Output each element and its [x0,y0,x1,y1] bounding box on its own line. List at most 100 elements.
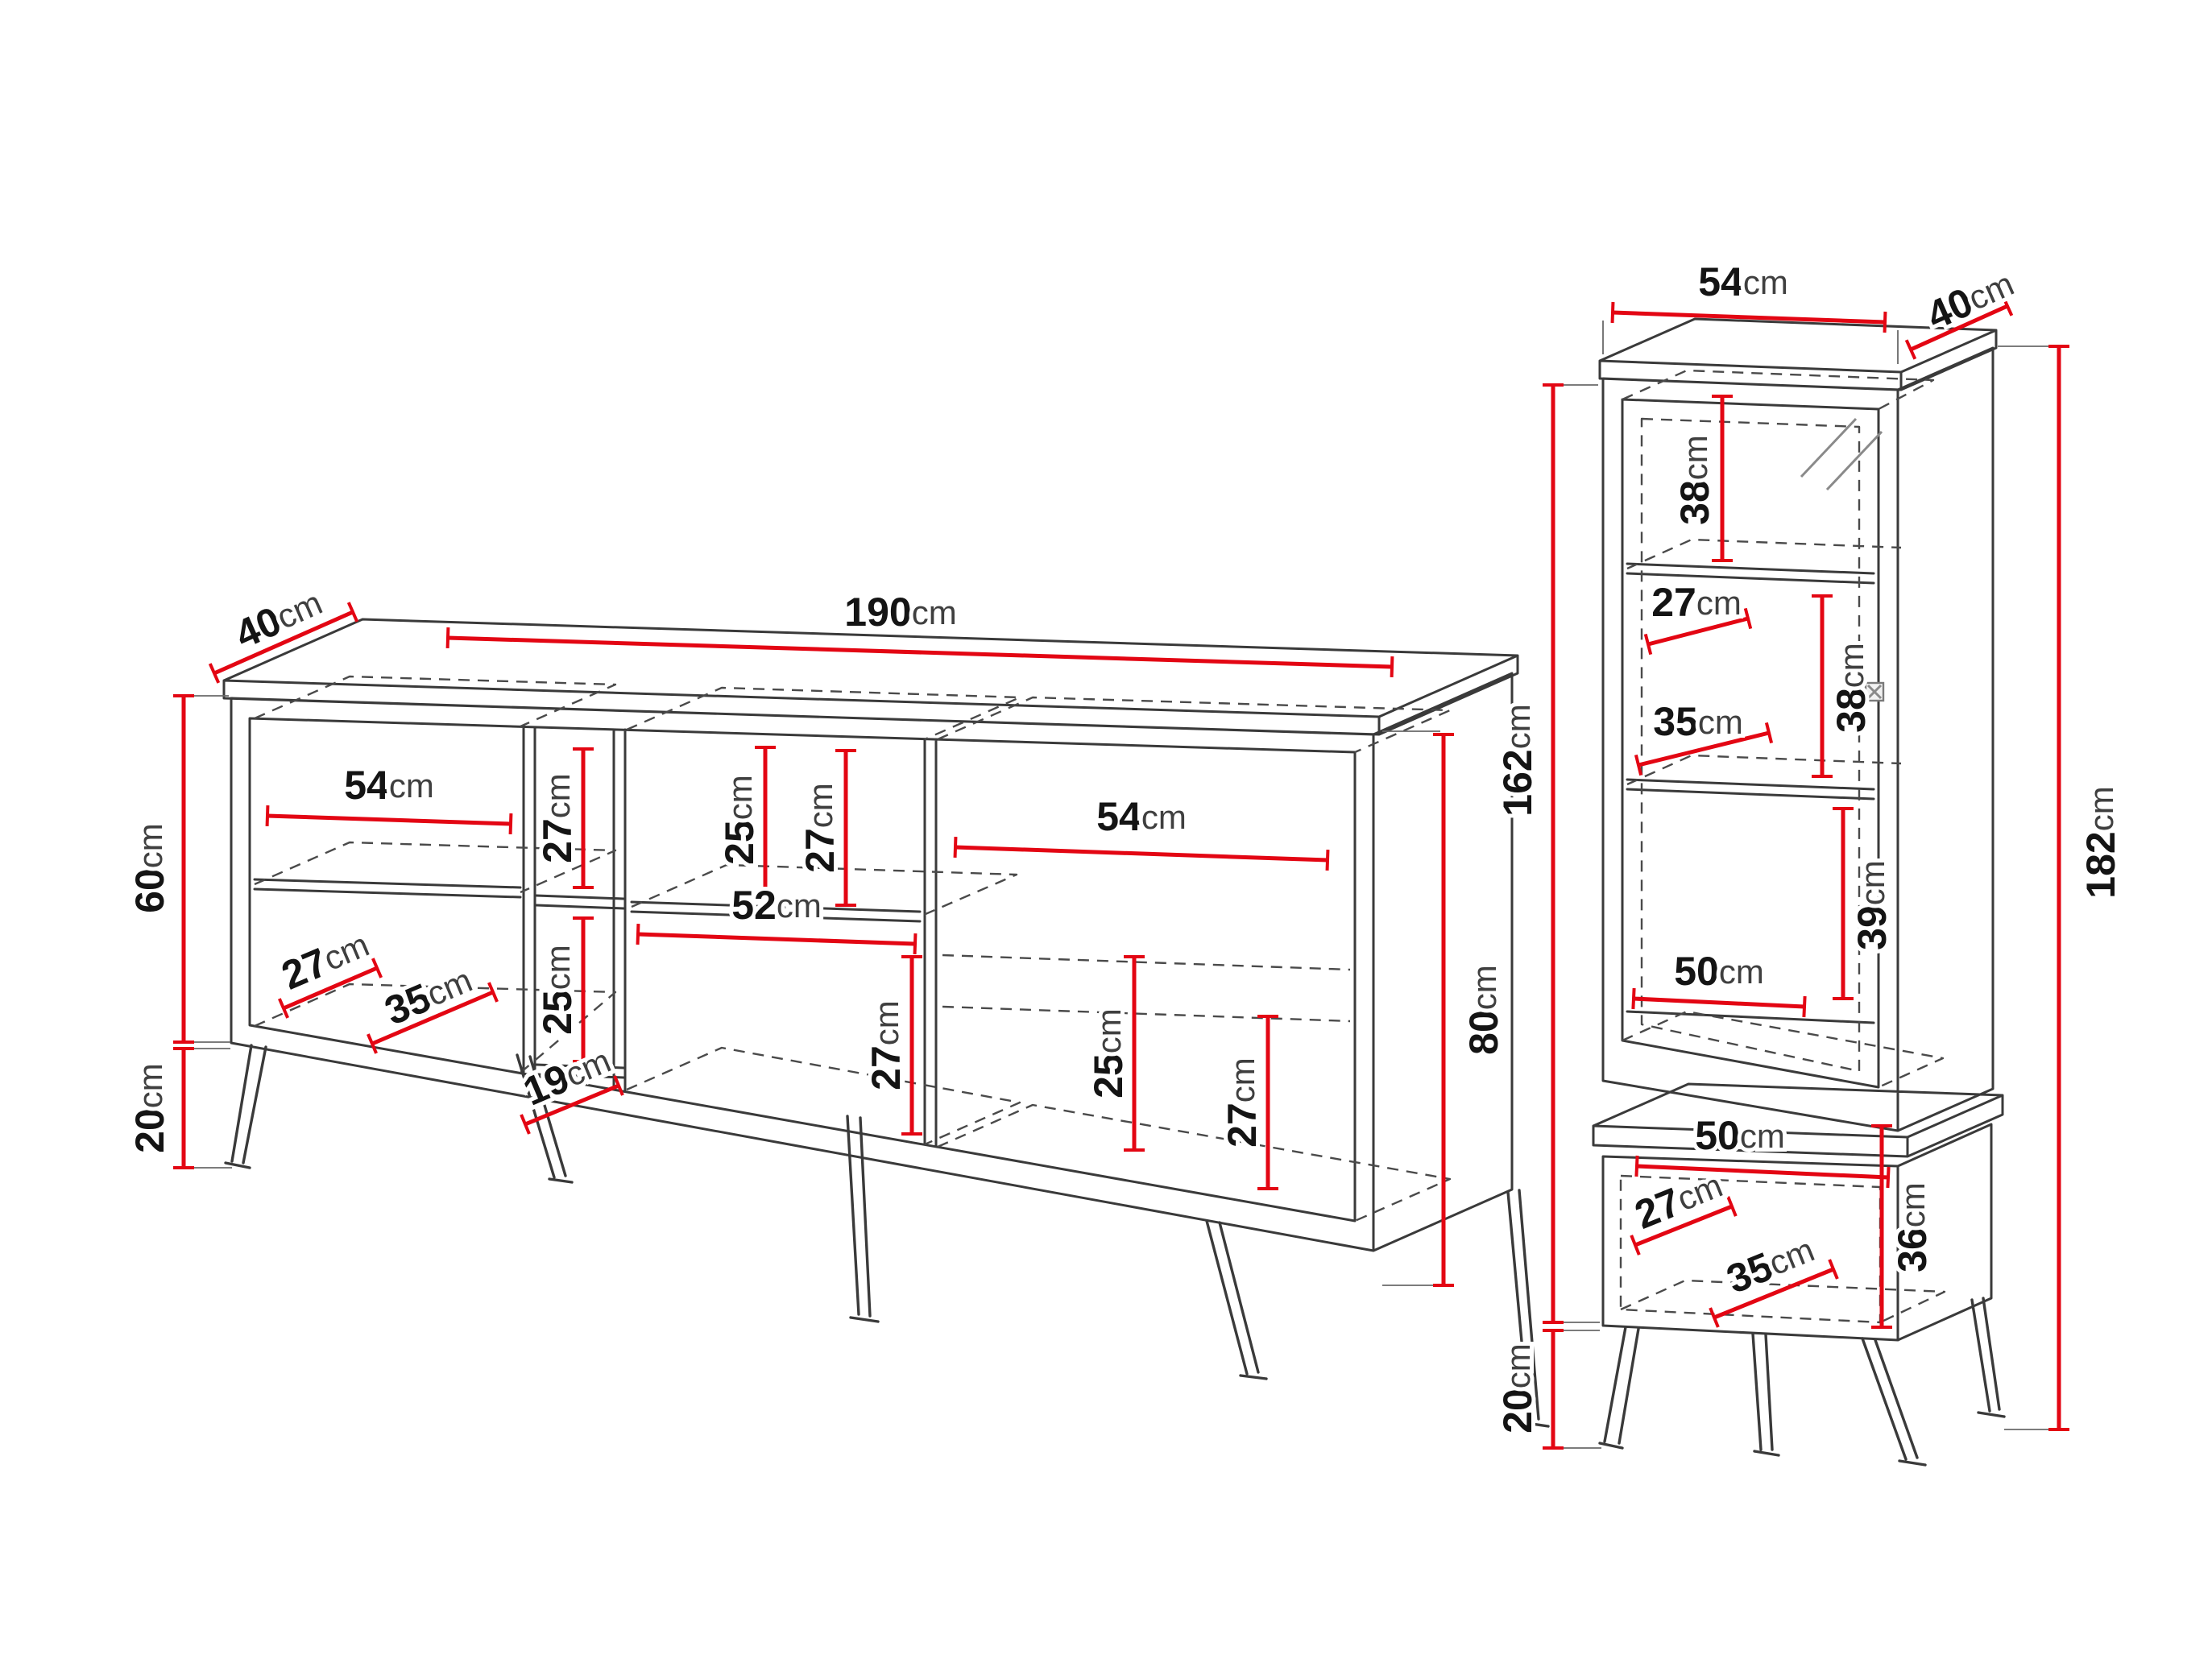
dim-unit: cm [1499,1343,1537,1388]
dim-value: 52 [731,883,777,928]
dim-unit: cm [389,767,434,805]
dim-label-cabinet-depth: 40cm [1920,261,2021,339]
dim-line-left-width [265,805,513,835]
dim-label-left-shelf-depth-a: 27cm [275,921,376,998]
dim-value: 80 [1461,1010,1506,1055]
sideboard-hidden-edges [254,675,1452,1223]
dim-line-base-width [1634,1155,1891,1189]
dim-label-middle-lower-niche: 25cm [535,945,580,1035]
dim-line-left-shelf-depth-b [367,982,499,1054]
dim-label-base-width: 50cm [1695,1113,1785,1158]
dim-value: 50 [1674,949,1719,994]
dim-line-left-shelf-depth-a [278,958,383,1019]
dim-label-sideboard-leg-height: 20cm [127,1063,172,1153]
glass-pane-icon [1800,417,1883,491]
dim-label-upper-inner-width: 50cm [1674,949,1764,994]
dim-label-right-width: 54cm [1096,794,1187,839]
dim-line-base-depth-a [1630,1196,1738,1256]
dim-line-sideboard-depth [208,602,359,684]
dim-line-middle-niche-width [520,1075,624,1135]
dim-unit: cm [1833,643,1870,688]
dim-value: 190 [844,590,911,635]
dim-line-cabinet-width [1610,301,1887,333]
dim-value: 27 [797,828,843,873]
sideboard-legs [224,1044,1550,1428]
dim-label-base-depth-b: 35cm [1721,1227,1821,1302]
dim-unit: cm [1499,704,1537,749]
dim-value: 27 [864,1045,909,1090]
dim-unit: cm [1719,953,1764,991]
dim-label-left-width: 54cm [344,763,434,808]
dim-unit: cm [1894,1182,1932,1227]
dim-line-center-width [636,923,918,955]
dim-unit: cm [131,1063,169,1108]
dim-label-cabinet-width: 54cm [1698,259,1788,304]
dim-value: 182 [2078,831,2123,898]
dim-line-sideboard-width [445,627,1394,678]
dim-unit: cm [721,775,759,820]
cabinet-dimensions: 54cm 40cm 162cm 20cm 182cm 38cm 27cm 38c… [1491,255,2127,1450]
dim-label-middle-niche-width: 19cm [517,1037,618,1114]
dim-value: 162 [1495,749,1540,816]
dim-label-center-lower: 27cm [864,1000,909,1090]
dim-value: 54 [1698,259,1743,304]
dim-label-upper-niche3: 39cm [1850,860,1895,950]
dim-label-base-height: 36cm [1890,1182,1935,1272]
dim-unit: cm [1141,798,1187,836]
dim-unit: cm [2082,786,2120,831]
dim-value: 27 [1220,1103,1265,1148]
dim-value: 39 [1850,905,1895,950]
sideboard-dimensions: 40cm 190cm 60cm 20cm 80cm 54cm 27cm 35cm… [123,579,1510,1287]
dim-label-upper-shelf-depth-a: 27cm [1651,580,1742,625]
dim-label-sideboard-body-height: 60cm [127,823,172,913]
dim-unit: cm [1224,1057,1261,1103]
dim-value: 60 [127,868,172,913]
dim-unit: cm [1090,1008,1128,1053]
dim-value: 50 [1695,1113,1740,1158]
dim-unit: cm [868,1000,905,1045]
dim-label-upper-shelf-depth-b: 35cm [1653,699,1743,744]
dim-label-cabinet-total-height: 182cm [2078,786,2123,898]
dim-unit: cm [539,945,577,990]
dim-unit: cm [802,783,839,828]
dim-unit: cm [777,887,822,925]
dim-line-base-depth-b [1709,1259,1839,1328]
dim-unit: cm [1743,263,1788,301]
dim-label-left-shelf-depth-b: 35cm [379,957,479,1033]
door-handle-icon [1864,681,1885,702]
dim-unit: cm [912,594,957,631]
dim-value: 20 [1495,1388,1540,1434]
dim-value: 25 [717,820,762,865]
dim-label-middle-upper-niche: 27cm [535,773,580,863]
dim-value: 54 [1096,794,1141,839]
sideboard-structure [222,618,1519,1252]
dim-value: 38 [1672,480,1717,525]
dim-line-upper-shelf-depth-b [1634,722,1774,776]
dim-label-cabinet-body-height: 162cm [1495,704,1540,816]
dim-value: 20 [127,1108,172,1153]
dim-label-center-width: 52cm [731,883,822,928]
cabinet-legs [1598,1297,2006,1467]
dim-unit: cm [131,823,169,868]
dim-unit: cm [1696,584,1742,622]
dim-label-right-height-b: 27cm [1220,1057,1265,1148]
dim-value: 27 [1651,580,1696,625]
dim-line-right-width [953,836,1330,871]
dim-label-sideboard-width: 190cm [844,590,956,635]
dim-unit: cm [1676,435,1714,480]
dim-label-center-upper-b: 27cm [797,783,843,873]
dim-value: 54 [344,763,389,808]
dim-value: 38 [1829,688,1874,733]
cabinet-extension-lines [1561,321,2051,1449]
dim-value: 27 [535,818,580,863]
dim-label-cabinet-leg-height: 20cm [1495,1343,1540,1434]
dim-label-sideboard-total-height: 80cm [1461,965,1506,1055]
dim-label-upper-niche1: 38cm [1672,435,1717,525]
dim-label-right-height-a: 25cm [1086,1008,1131,1098]
cabinet-hidden-edges [1619,369,1946,1324]
dim-unit: cm [1465,965,1503,1010]
cabinet-drawing: 54cm 40cm 162cm 20cm 182cm 38cm 27cm 38c… [1491,255,2127,1467]
dim-label-upper-niche2: 38cm [1829,643,1874,733]
